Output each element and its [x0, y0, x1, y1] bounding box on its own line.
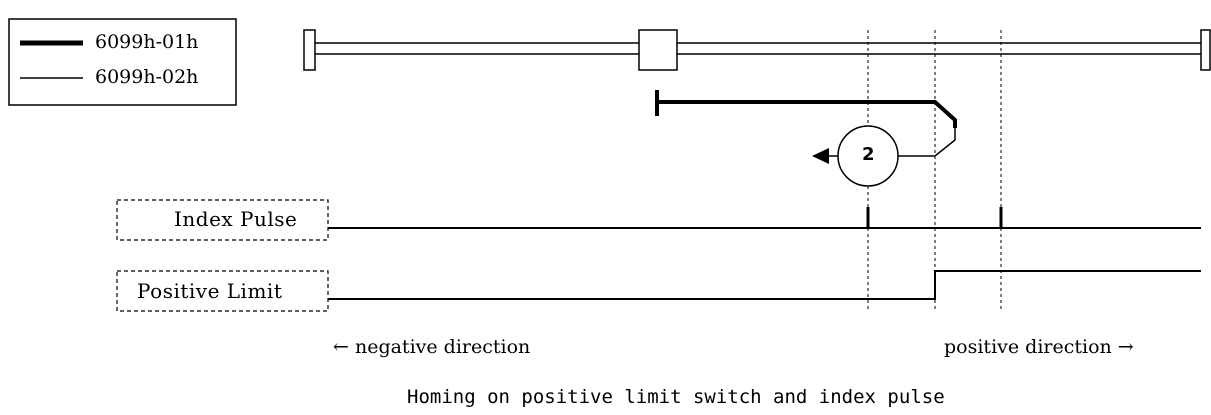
negative-direction-label: ← negative direction [333, 336, 531, 358]
travel-axis [303, 29, 1211, 71]
index-pulse-waveform [328, 207, 1201, 229]
homing-path [655, 90, 957, 187]
path-thick-segment [657, 100, 957, 128]
positive-limit-label: Positive Limit [137, 279, 283, 303]
reference-lines [867, 30, 1002, 312]
positive-limit-waveform [328, 270, 1201, 300]
legend-thin-label: 6099h-02h [95, 66, 199, 88]
legend [8, 18, 237, 106]
positive-direction-label: positive direction → [944, 336, 1134, 358]
path-thin-return [898, 128, 956, 157]
legend-thick-label: 6099h-01h [95, 31, 199, 53]
positive-limit-label-box [116, 270, 329, 312]
step-number: 2 [862, 144, 875, 165]
load-block [638, 29, 678, 71]
left-arrow-head [812, 148, 829, 164]
legend-box [8, 18, 237, 106]
index-pulse-label-box [116, 199, 329, 241]
diagram-caption: Homing on positive limit switch and inde… [407, 386, 945, 408]
negative-end-stop [303, 29, 316, 71]
index-pulse-label: Index Pulse [174, 207, 298, 231]
positive-end-stop [1200, 29, 1211, 71]
